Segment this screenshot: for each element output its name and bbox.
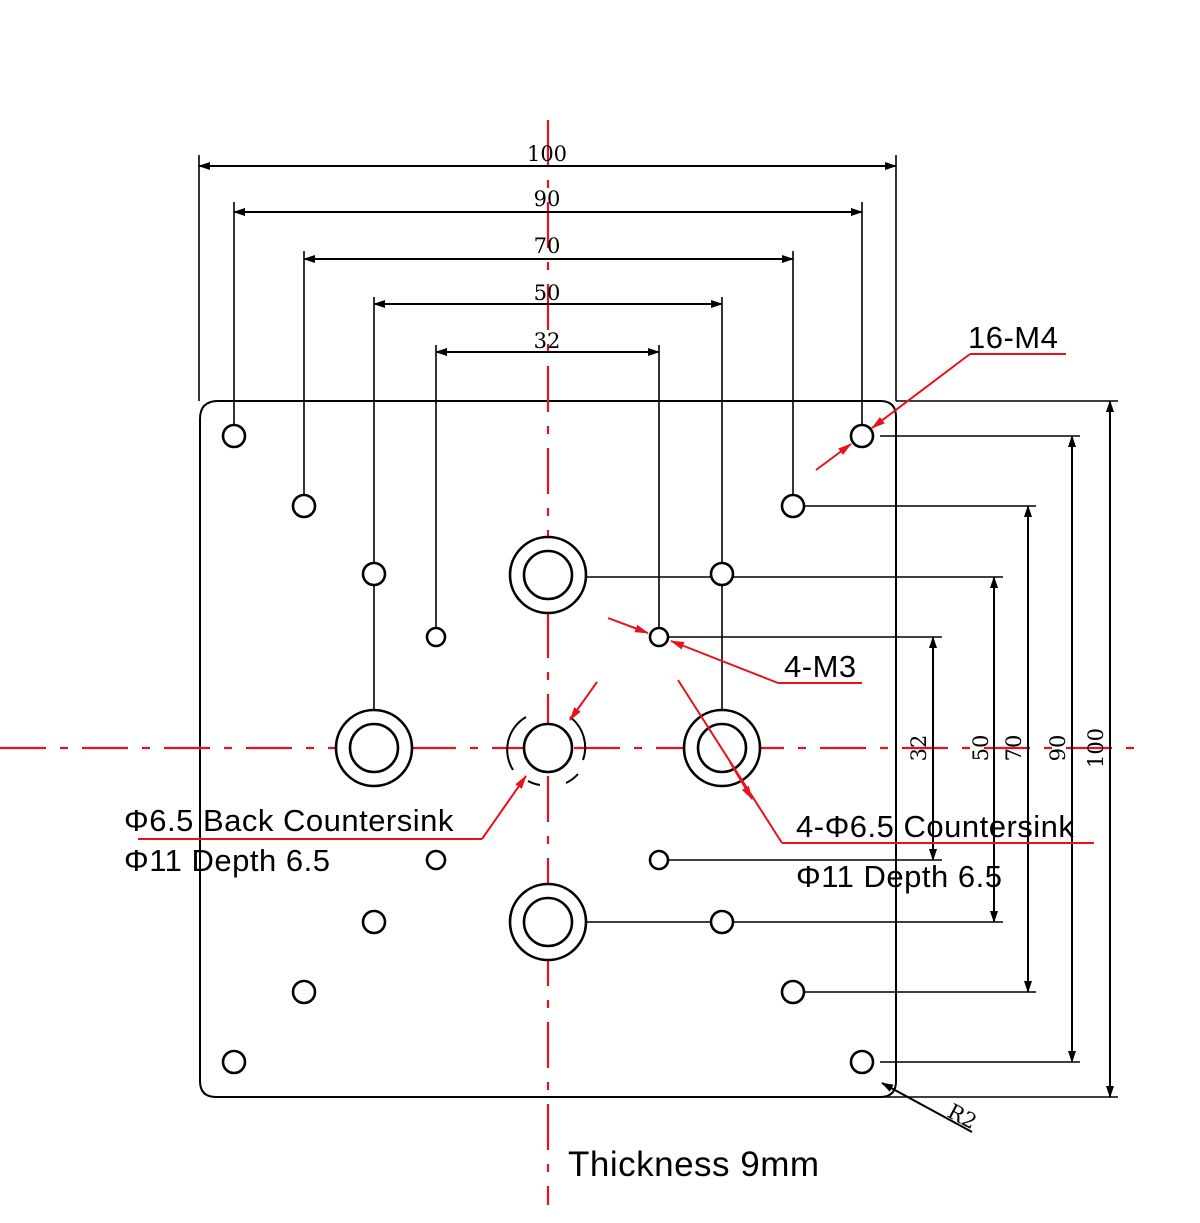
back-countersink-label-line1: Φ6.5 Back Countersink <box>124 803 454 838</box>
m3-holes <box>425 626 670 871</box>
m4-hole <box>291 979 317 1005</box>
m4-hole <box>709 909 735 935</box>
m4-hole <box>849 1049 875 1075</box>
countersink-label-line1: 4-Φ6.5 Countersink <box>796 809 1074 844</box>
dim-label-v100: 100 <box>1084 728 1108 768</box>
corner-radius-label: R2 <box>944 1099 981 1134</box>
m4-holes <box>221 423 875 1075</box>
m3-callout-label: 4-M3 <box>784 649 857 684</box>
dim-label-v90: 90 <box>1046 735 1070 762</box>
thickness-label: Thickness 9mm <box>568 1145 820 1184</box>
horizontal-dimension-lines <box>198 162 897 356</box>
callout-texts: 16-M4 4-M3 Φ6.5 Back Countersink Φ11 Dep… <box>124 320 1074 1184</box>
dim-label-90: 90 <box>534 187 561 211</box>
m4-hole <box>291 493 317 519</box>
back-countersink-label-line2: Φ11 Depth 6.5 <box>124 843 330 878</box>
m3-hole <box>648 849 670 871</box>
m4-hole <box>221 423 247 449</box>
countersink-holes <box>334 535 762 962</box>
dim-label-v50: 50 <box>969 735 993 762</box>
countersink-hole-top <box>508 535 588 615</box>
m4-hole <box>709 561 735 587</box>
countersink-label-line2: Φ11 Depth 6.5 <box>796 859 1002 894</box>
horizontal-extension-lines <box>198 155 897 748</box>
m4-hole <box>361 561 387 587</box>
dim-label-32: 32 <box>534 329 561 353</box>
m3-hole <box>425 626 447 648</box>
vertical-dimension-lines <box>929 400 1114 1098</box>
m3-hole <box>425 849 447 871</box>
m4-hole <box>361 909 387 935</box>
countersink-hole-left <box>334 708 414 788</box>
horizontal-dimension-labels: 100 90 70 50 32 <box>527 142 567 353</box>
dim-label-100: 100 <box>527 142 567 166</box>
m3-hole <box>648 626 670 648</box>
back-countersink-hole-center <box>506 716 587 786</box>
callout-leaders <box>138 353 1094 844</box>
dim-label-v70: 70 <box>1002 735 1026 762</box>
m4-hole <box>221 1049 247 1075</box>
dim-label-v32: 32 <box>907 735 931 762</box>
m4-callout-label: 16-M4 <box>968 320 1058 355</box>
vertical-extension-lines <box>570 400 1118 1098</box>
vertical-dimension-labels: 32 50 70 90 100 <box>907 728 1108 768</box>
corner-radius-callout: R2 <box>881 1082 981 1134</box>
m4-hole <box>780 979 806 1005</box>
dim-label-70: 70 <box>534 234 561 258</box>
m4-hole <box>780 493 806 519</box>
centerlines <box>0 120 1145 1205</box>
countersink-hole-bottom <box>508 882 588 962</box>
m4-hole <box>849 423 875 449</box>
dim-label-50: 50 <box>534 281 561 305</box>
